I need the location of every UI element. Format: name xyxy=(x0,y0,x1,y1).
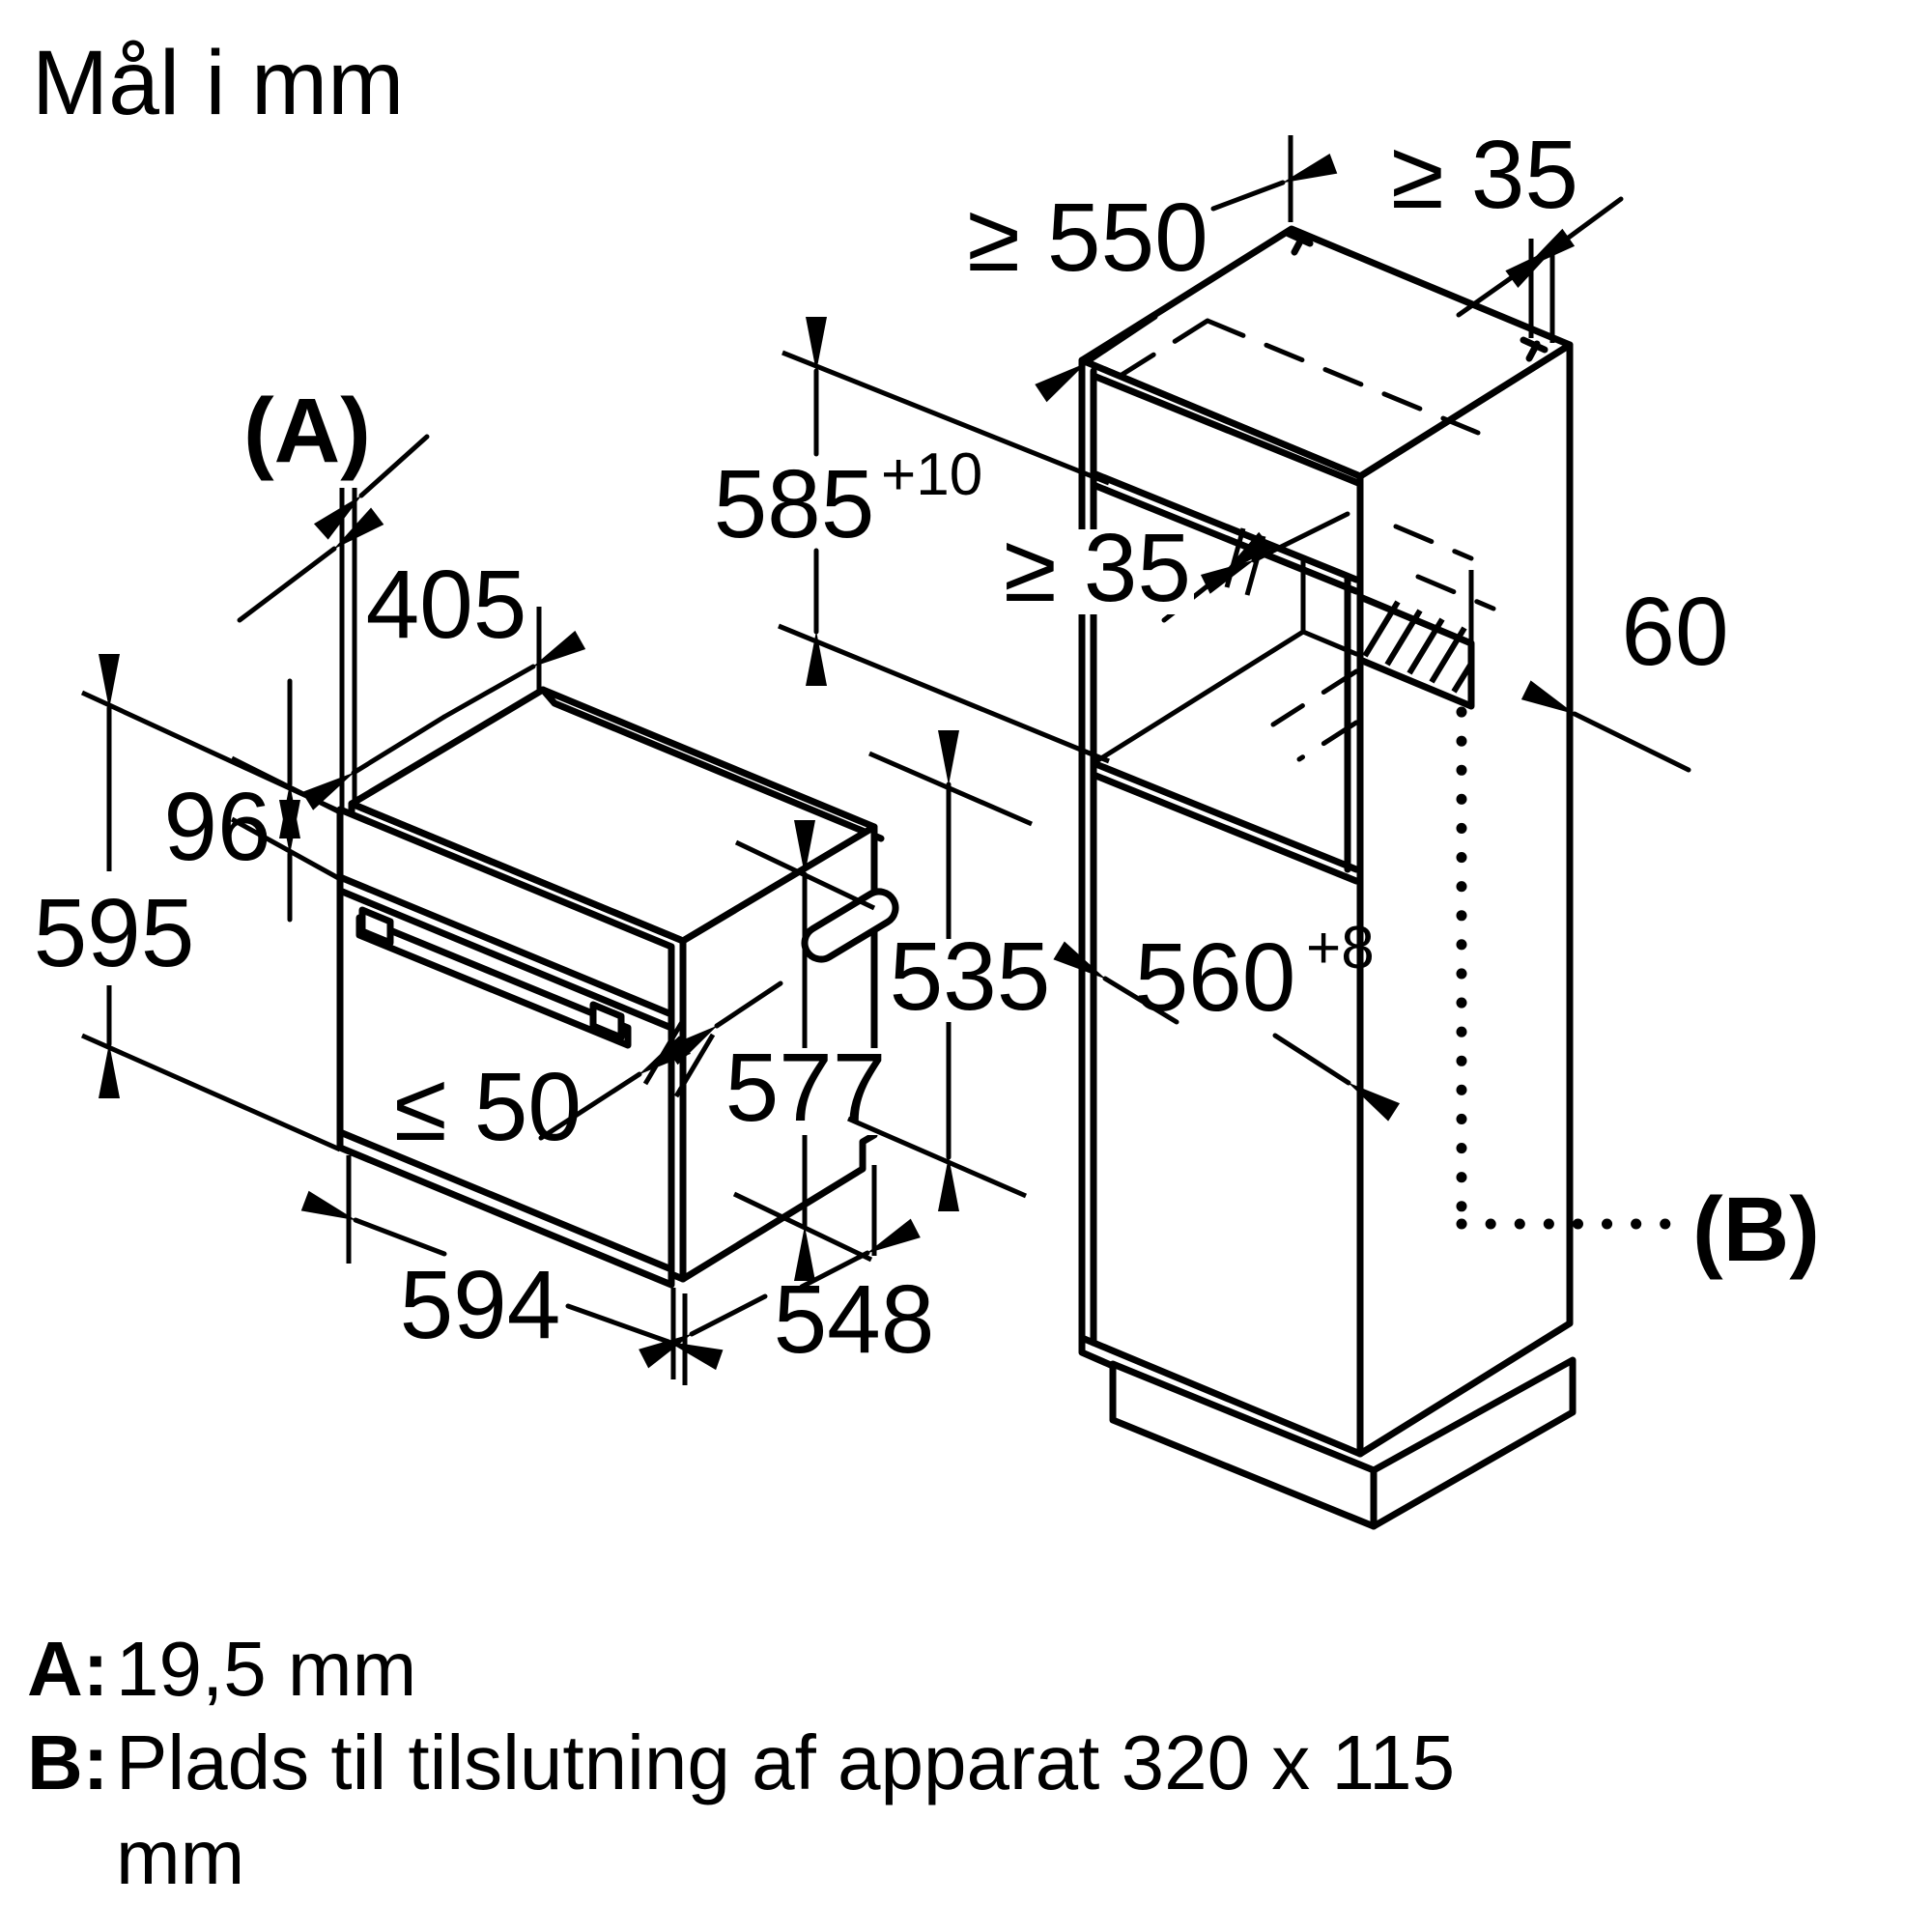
page-title: Mål i mm xyxy=(32,32,404,134)
dim-595-knockout xyxy=(41,871,187,985)
oven-door-bottom-line xyxy=(336,1128,675,1273)
dim-595-extension-lines xyxy=(80,690,342,1152)
dim-35-inner-knockout xyxy=(1003,529,1194,614)
dim-60-label: 60 xyxy=(1621,578,1728,686)
dim-35-inner-arrow-right xyxy=(1200,511,1350,594)
dim-405-arrow-low xyxy=(301,714,447,810)
dim-577-knockout xyxy=(723,1048,889,1135)
dim-50-arrow-left xyxy=(538,1036,691,1141)
legend: A: 19,5 mm B: Plads til tilslutning af a… xyxy=(27,1626,1455,1900)
connection-dotted-line xyxy=(1456,706,1689,1230)
cabinet-plinth-side xyxy=(1370,1356,1577,1530)
ref-b-label: (B) xyxy=(1692,1179,1820,1281)
dim-50-label: ≤ 50 xyxy=(394,1053,582,1161)
cabinet-top-notch-left xyxy=(1285,230,1314,256)
dim-594-arrow-left xyxy=(300,1190,447,1257)
door-thickness-arrow-left xyxy=(237,507,384,623)
oven-control-panel xyxy=(336,873,675,1032)
oven-handle-mount-left xyxy=(358,906,394,947)
dim-560-arrow-left xyxy=(1053,941,1179,1025)
legend-b-value-cont: mm xyxy=(116,1814,244,1900)
cabinet-front-face xyxy=(1078,356,1364,1458)
connection-recess-hatching xyxy=(1362,600,1474,694)
dim-560-label: 560 xyxy=(1135,923,1296,1032)
dim-405-label: 405 xyxy=(366,551,527,659)
dim-560-tolerance: +8 xyxy=(1306,915,1375,981)
legend-a-value: 19,5 mm xyxy=(116,1626,416,1712)
legend-b-key: B: xyxy=(27,1719,108,1805)
dim-35-wall-label: ≥ 35 xyxy=(1391,121,1578,229)
dim-585-label: 585 xyxy=(714,450,875,558)
legend-b-value: Plads til tilslutning af apparat 320 x 1… xyxy=(116,1719,1455,1805)
niche-back-wall-edges xyxy=(1091,555,1359,766)
dim-585-extension-lines xyxy=(778,350,1110,764)
oven-handle-mount-right xyxy=(589,1001,625,1041)
cabinet-top-notch-right xyxy=(1520,336,1548,362)
niche-floor-shelf xyxy=(1090,759,1360,885)
dim-535-label: 535 xyxy=(890,923,1051,1031)
dim-96-label: 96 xyxy=(163,773,270,881)
dim-35-wall-arrow-bottom xyxy=(1456,228,1576,318)
cabinet-drawing xyxy=(1078,225,1577,1530)
dim-548-arrow-right xyxy=(799,1218,921,1290)
cabinet-side-face xyxy=(1356,341,1574,1458)
cabinet-top-hidden-lines xyxy=(1116,318,1481,436)
door-thickness-arrow-right xyxy=(313,434,430,540)
dim-535-knockout xyxy=(885,939,1057,1022)
dim-585-tolerance: +10 xyxy=(881,441,982,508)
cabinet-top-rail-inner xyxy=(1090,372,1362,487)
dim-594-label: 594 xyxy=(400,1251,561,1359)
dim-60-arrow xyxy=(1520,680,1691,773)
dim-548-arrow-left xyxy=(639,1293,768,1369)
dim-550-arrow-left xyxy=(1035,314,1158,403)
side-face-hidden-lines xyxy=(1393,524,1496,611)
niche-hidden-lines xyxy=(1270,668,1359,762)
dim-595-label: 595 xyxy=(34,879,195,987)
oven-drawing xyxy=(336,686,899,1289)
dim-594-arrow-right xyxy=(565,1303,724,1371)
door-thickness-extension-lines xyxy=(339,488,357,810)
dim-560-arrow-right xyxy=(1272,1033,1401,1122)
cabinet-plinth-step xyxy=(1078,1334,1117,1370)
oven-dimensions: (A) 405 96 595 ≤ 50 577 594 xyxy=(34,380,1057,1385)
legend-a-key: A: xyxy=(27,1626,108,1712)
dim-550-arrow-right xyxy=(1210,154,1338,212)
ref-a-label: (A) xyxy=(243,380,371,482)
dim-550-label: ≥ 550 xyxy=(967,184,1208,292)
oven-top-flange xyxy=(539,686,885,842)
cabinet-dimensions: ≥ 550 ≥ 35 585 +10 ≥ 35 60 560 +8 (B) xyxy=(714,121,1820,1281)
dim-548-label: 548 xyxy=(774,1265,935,1374)
dim-50-arrow-right xyxy=(666,980,783,1065)
dim-35-inner-label: ≥ 35 xyxy=(1004,514,1191,622)
dim-405-arrow-high xyxy=(441,630,586,720)
